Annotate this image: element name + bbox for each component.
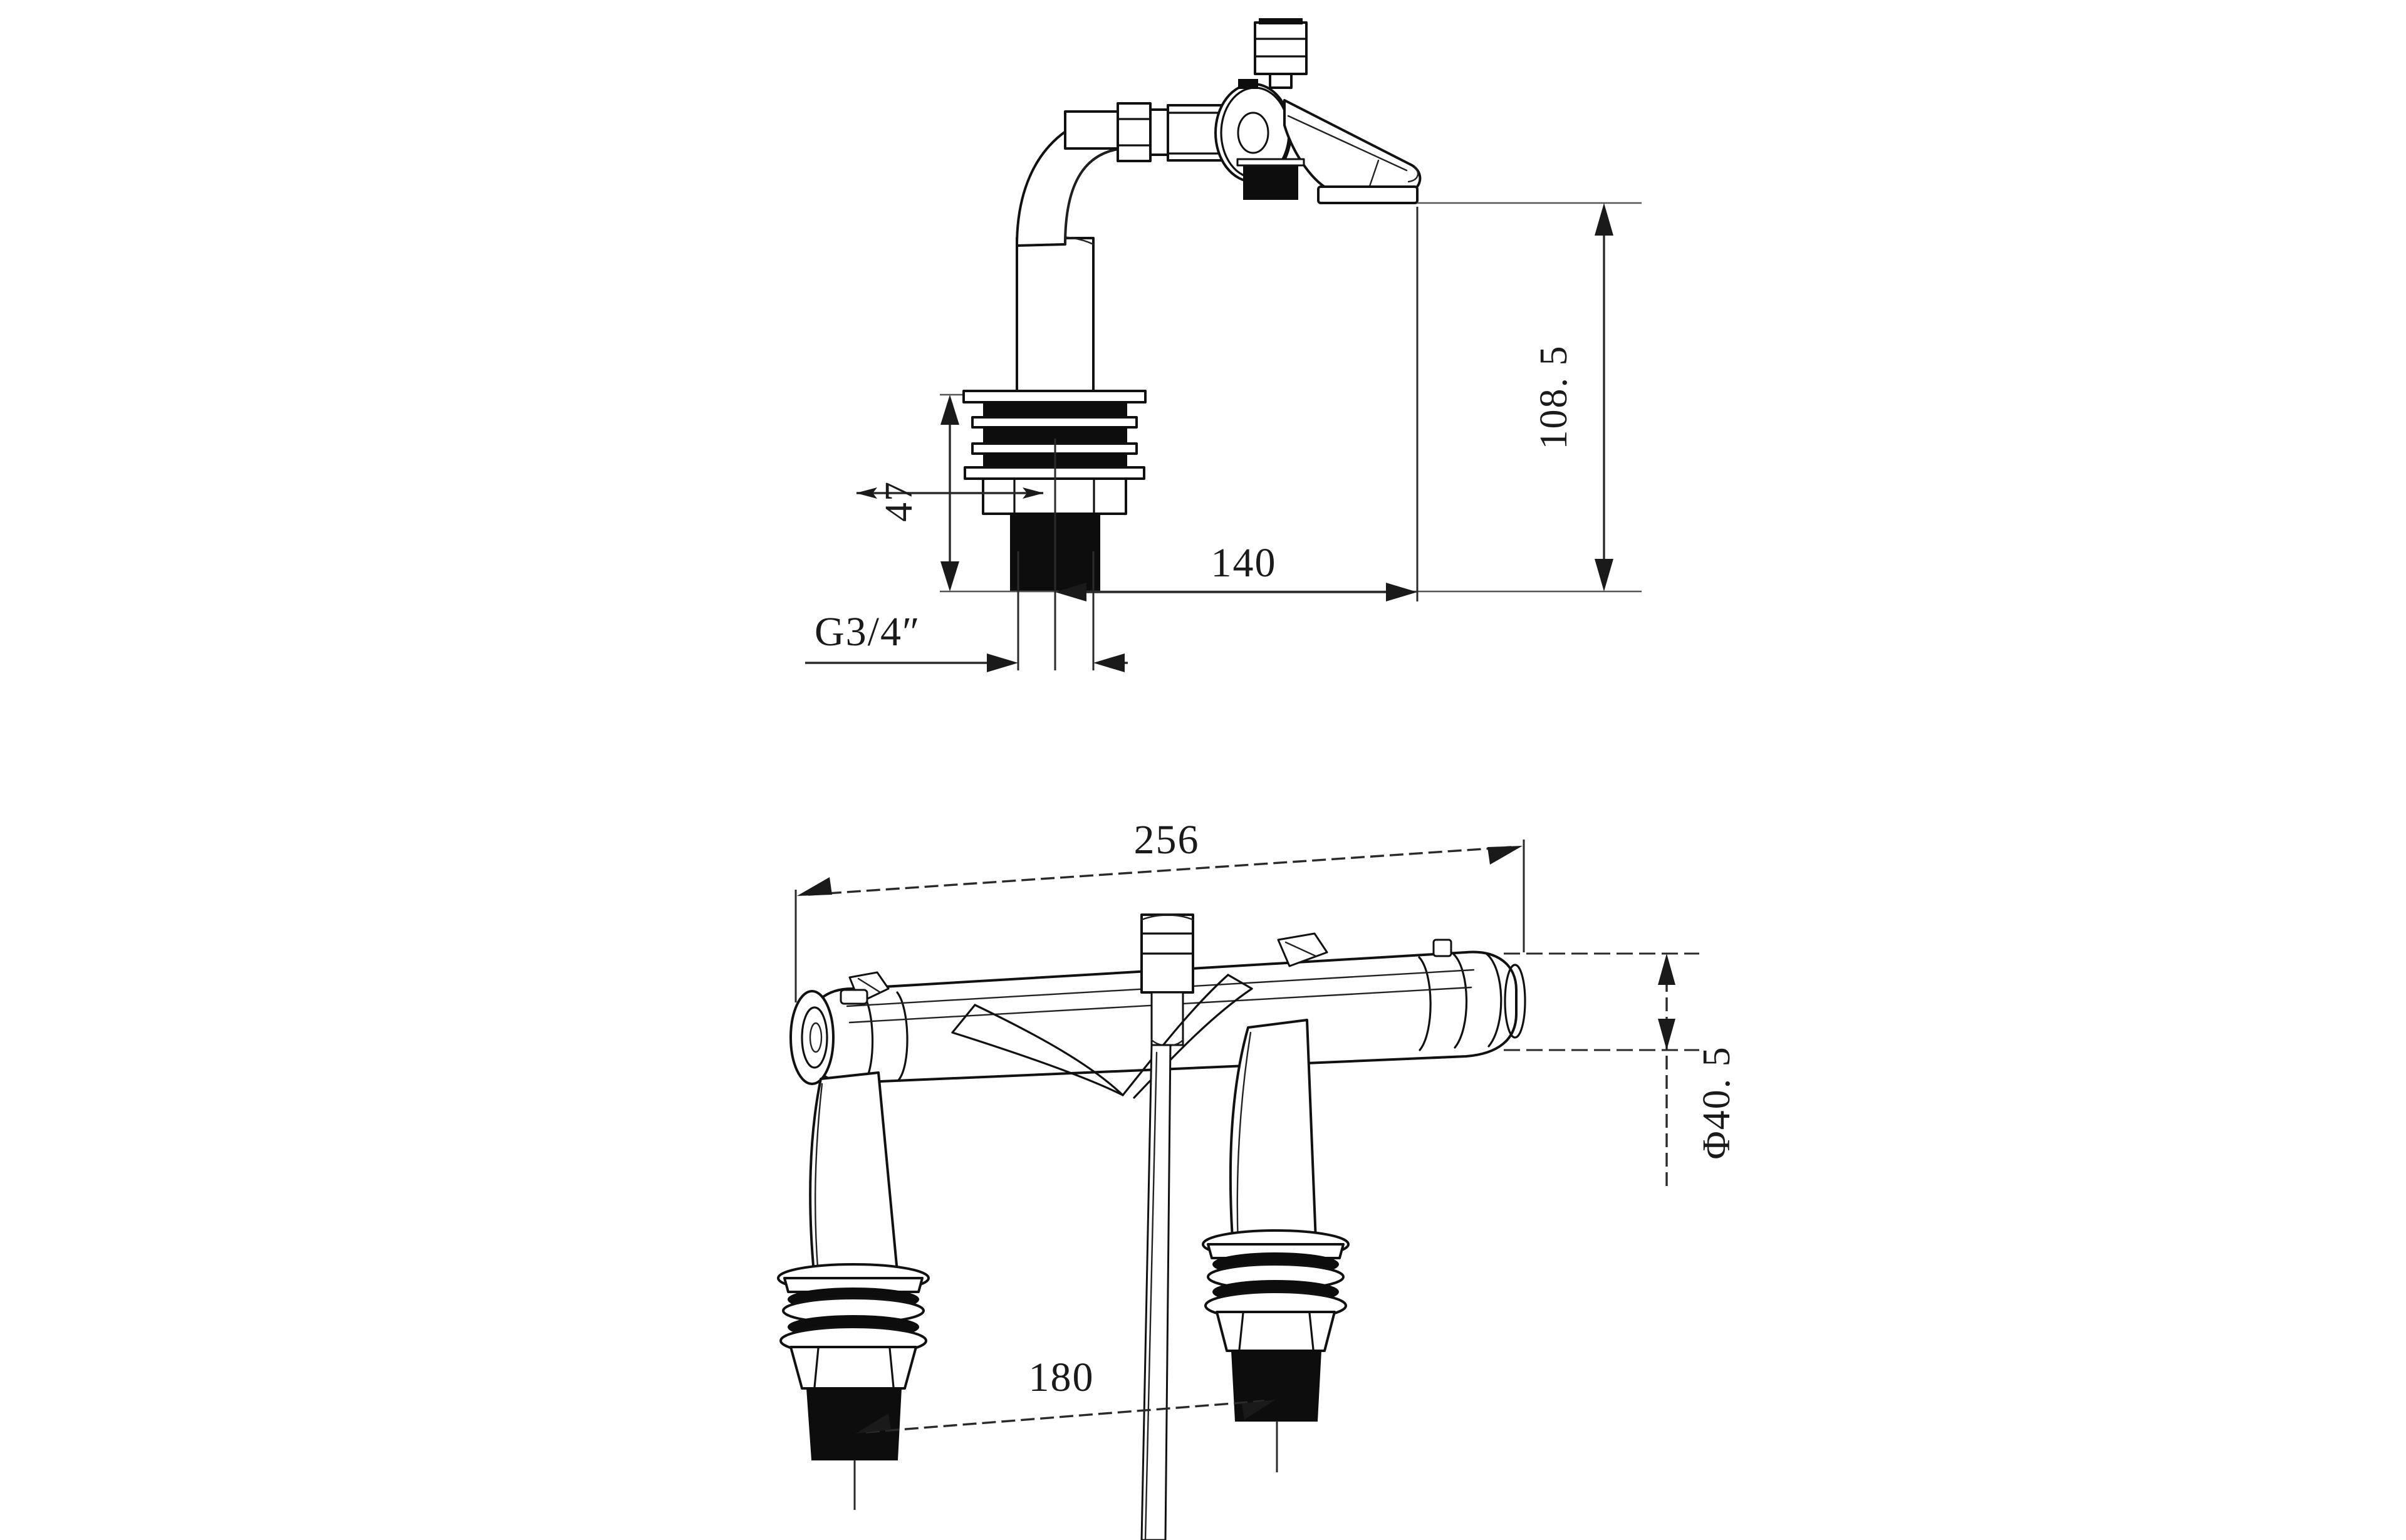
dimension-108-5: 108. 5 <box>1417 202 1642 591</box>
side-elevation-view: 47 108. 5 140 G3/4″ <box>805 18 1642 672</box>
riser-tube <box>1016 236 1095 415</box>
diverter-knob-front <box>1140 913 1194 1047</box>
left-mounting-shank <box>777 1263 930 1510</box>
dimension-47: 47 <box>856 393 1044 593</box>
dimension-g34: G3/4″ <box>805 609 1128 672</box>
dimension-256: 256 <box>794 817 1525 1002</box>
horizontal-pipe-stub <box>1064 110 1123 150</box>
left-handle-spindle <box>840 971 890 1005</box>
dimension-label-47: 47 <box>878 481 920 522</box>
diverter-knob <box>1254 18 1308 89</box>
right-handle-spindle <box>1277 932 1452 967</box>
dimension-label-g34: G3/4″ <box>815 609 921 655</box>
dimension-180: 180 <box>856 1355 1276 1433</box>
hex-union-nut <box>1117 102 1169 162</box>
right-mounting-shank <box>1202 1229 1350 1472</box>
front-elevation-view: 256 Φ40. 5 180 <box>777 817 1738 1540</box>
dimension-label-140: 140 <box>1211 540 1277 586</box>
dimension-label-108-5: 108. 5 <box>1533 345 1575 450</box>
lever-handle <box>1283 99 1422 204</box>
dimension-phi-40-5: Φ40. 5 <box>1504 952 1738 1190</box>
shower-hose <box>1140 1044 1172 1540</box>
dimension-label-phi-40-5: Φ40. 5 <box>1695 1046 1738 1159</box>
dimension-label-180: 180 <box>1029 1355 1095 1400</box>
right-riser-leg <box>1229 1019 1317 1249</box>
dimension-label-256: 256 <box>1134 817 1200 863</box>
dimension-140: 140 <box>1055 540 1417 601</box>
outlet-port <box>1236 158 1305 200</box>
